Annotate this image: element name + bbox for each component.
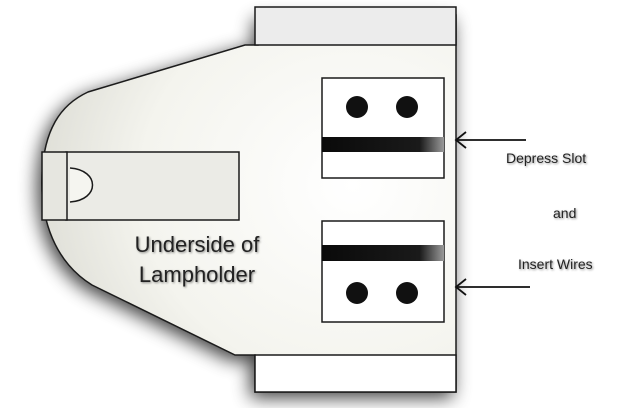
callout-line-3: Insert Wires — [518, 256, 593, 272]
upper-screw-left — [346, 96, 368, 118]
lower-screw-right — [396, 282, 418, 304]
upper-terminal-block — [321, 77, 445, 179]
lower-screw-left — [346, 282, 368, 304]
callout-line-2: and — [553, 205, 577, 221]
top-tab — [254, 6, 457, 46]
arrow-lower — [454, 278, 530, 296]
main-label-line-1: Underside of — [134, 232, 260, 257]
socket-contact — [69, 167, 94, 203]
lower-terminal-block — [321, 220, 445, 323]
callout-line-1: Depress Slot — [506, 150, 587, 166]
socket-cap — [41, 151, 68, 221]
socket-housing — [65, 151, 240, 221]
bottom-tab — [254, 354, 457, 393]
main-label-line-2: Lampholder — [138, 262, 256, 287]
upper-slot-bar — [322, 137, 444, 152]
arrow-upper — [454, 131, 526, 149]
upper-screw-right — [396, 96, 418, 118]
main-label: Underside of Lampholder — [112, 230, 282, 290]
lower-slot-bar — [322, 245, 444, 261]
